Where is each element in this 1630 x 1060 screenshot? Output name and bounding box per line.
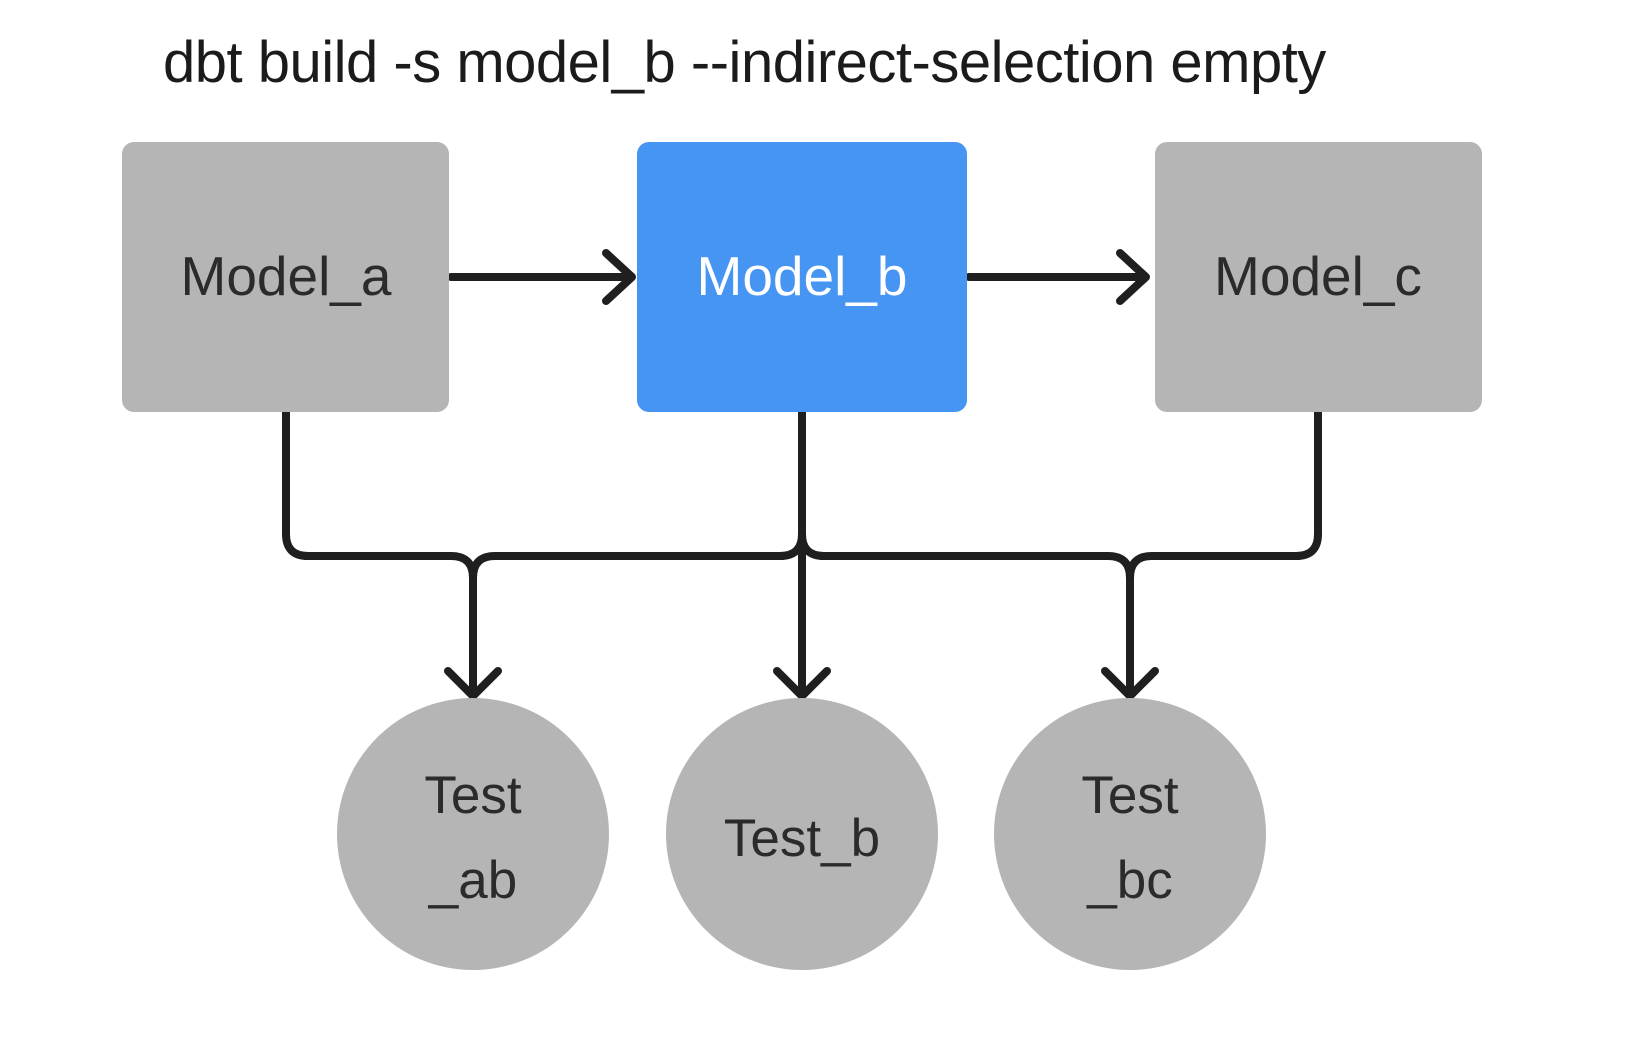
edge-model-c-to-test-bc [1126,408,1322,695]
test-bc-circle [994,698,1266,970]
model-a-box [122,142,449,412]
test-bc-label-line2: _bc [1086,851,1172,910]
model-a-label: Model_a [181,245,392,307]
model-b-label: Model_b [697,245,908,307]
model-b-node: Model_b [637,142,967,412]
arrowhead-test-bc [1101,667,1159,700]
arrowhead-model-c [1116,249,1150,305]
test-b-circle [666,698,938,970]
test-b-label: Test_b [724,809,880,868]
arrowhead-test-b [773,667,831,700]
test-ab-circle [337,698,609,970]
test-ab-label-line2: _ab [428,851,517,910]
edge-model-a-to-test-ab [282,408,477,695]
edge-model-b-to-model-c [965,249,1150,305]
model-c-node: Model_c [1155,142,1482,412]
model-c-box [1155,142,1482,412]
test-bc-node: Test _bc [994,698,1266,970]
test-ab-label-line1: Test [424,766,521,825]
arrowhead-test-ab [444,667,502,700]
model-b-box [637,142,967,412]
diagram-title: dbt build -s model_b --indirect-selectio… [163,30,1326,95]
edge-model-a-to-model-b [447,249,636,305]
edge-model-b-to-test-bc [798,408,1134,695]
arrowhead-model-b [602,249,636,305]
test-bc-label-line1: Test [1081,766,1178,825]
test-b-node: Test_b [666,698,938,970]
model-a-node: Model_a [122,142,449,412]
edge-model-b-to-test-ab [469,408,806,695]
test-ab-node: Test _ab [337,698,609,970]
model-c-label: Model_c [1214,245,1422,307]
